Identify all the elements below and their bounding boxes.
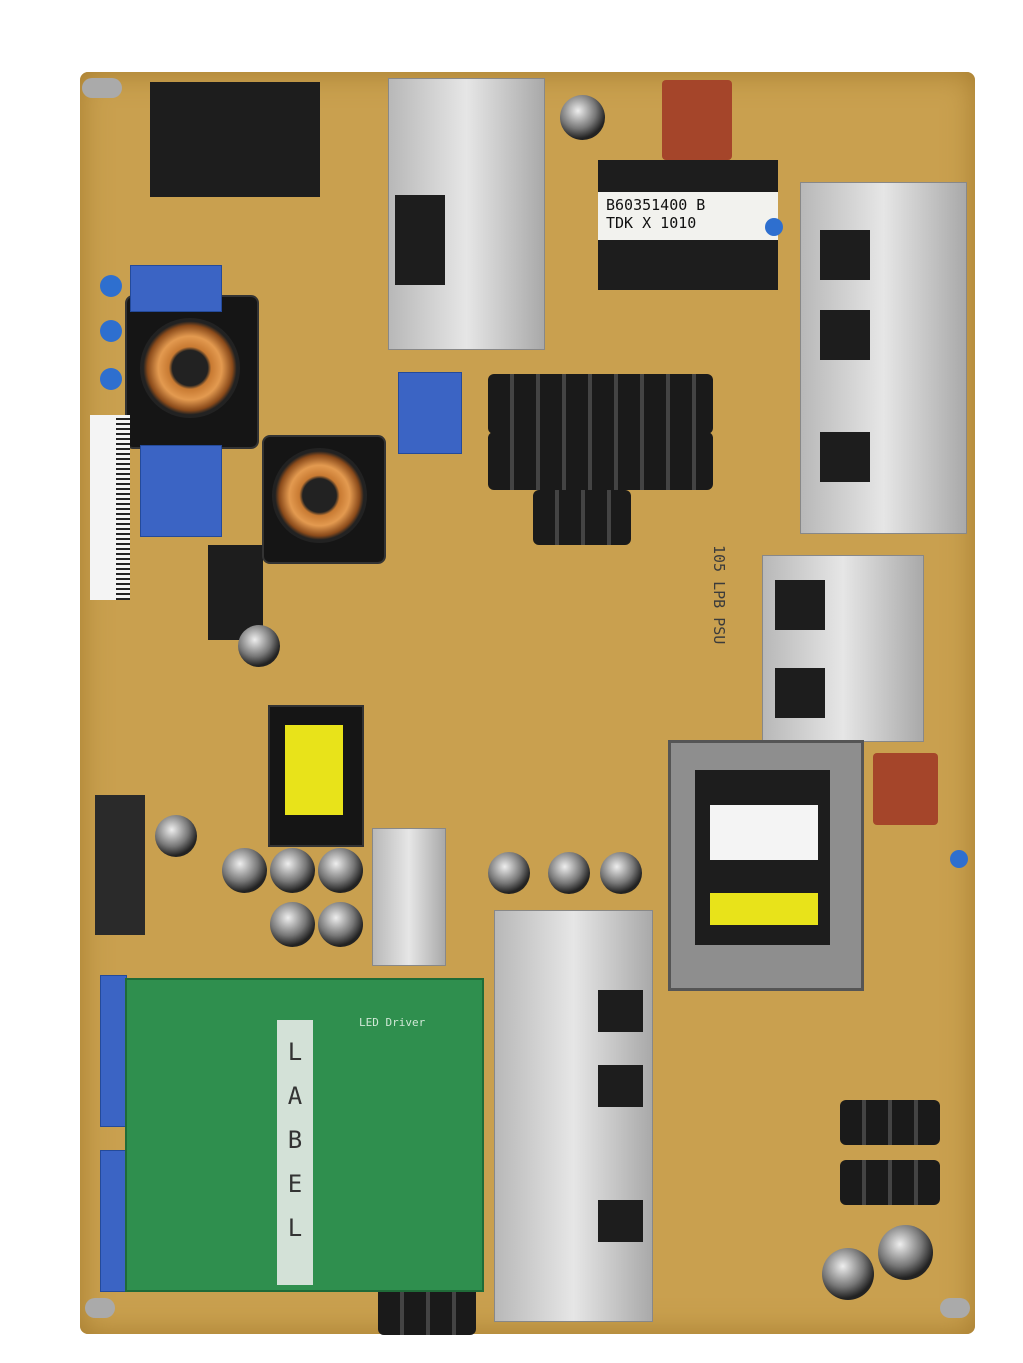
electrolytic-capacitor	[533, 490, 631, 545]
capacitor	[270, 902, 315, 947]
transformer-maker: TDK X 1010	[606, 214, 697, 232]
mounting-clip	[85, 1298, 115, 1318]
transistor	[820, 230, 870, 280]
led-connector	[100, 975, 127, 1127]
x-capacitor	[130, 265, 222, 312]
y-capacitor	[100, 368, 122, 390]
capacitor	[222, 848, 267, 893]
relay	[208, 545, 263, 640]
capacitor	[600, 852, 642, 894]
transistor	[820, 432, 870, 482]
capacitor	[270, 848, 315, 893]
heatsink-small	[372, 828, 446, 966]
capacitor	[548, 852, 590, 894]
transistor	[820, 310, 870, 360]
heatsink-bottom	[494, 910, 653, 1322]
mounting-clip	[940, 1298, 970, 1318]
film-capacitor	[873, 753, 938, 825]
film-capacitor	[662, 80, 732, 160]
led-driver-title: LED Driver	[359, 1016, 426, 1029]
transformer-label: B60351400 B TDK X 1010	[598, 192, 778, 240]
inductor-window	[710, 805, 818, 860]
capacitor	[822, 1248, 874, 1300]
x-capacitor	[398, 372, 462, 454]
y-capacitor	[100, 275, 122, 297]
transistor	[598, 990, 643, 1032]
toroid-coil	[272, 448, 367, 543]
transformer-tape	[285, 725, 343, 815]
transformer-part-number: B60351400 B	[606, 196, 706, 214]
toroid-coil	[140, 318, 240, 418]
electrolytic-capacitor	[840, 1160, 940, 1205]
led-driver-board: LED Driver LABEL	[125, 978, 484, 1292]
electrolytic-capacitor	[840, 1100, 940, 1145]
capacitor	[878, 1225, 933, 1280]
inductor-tape	[710, 893, 818, 925]
capacitor	[488, 852, 530, 894]
bulk-capacitor	[488, 432, 713, 490]
capacitor	[560, 95, 605, 140]
electrolytic-capacitor	[378, 1285, 476, 1335]
capacitor	[238, 625, 280, 667]
transistor	[598, 1065, 643, 1107]
relay-block	[150, 82, 320, 197]
transistor	[775, 668, 825, 718]
barcode-sticker	[90, 415, 130, 600]
led-connector	[100, 1150, 127, 1292]
output-connector	[95, 795, 145, 935]
mounting-clip	[82, 78, 122, 98]
board-model-label: 105 LPB PSU	[710, 545, 728, 645]
y-capacitor	[950, 850, 968, 868]
capacitor	[318, 848, 363, 893]
transistor	[775, 580, 825, 630]
capacitor	[318, 902, 363, 947]
y-capacitor	[100, 320, 122, 342]
y-capacitor	[765, 218, 783, 236]
capacitor	[155, 815, 197, 857]
bridge-rectifier	[395, 195, 445, 285]
transistor	[598, 1200, 643, 1242]
bulk-capacitor	[488, 374, 713, 434]
label-sticker	[277, 1020, 313, 1285]
x-capacitor	[140, 445, 222, 537]
label-sticker-text: LABEL	[287, 1038, 303, 1242]
